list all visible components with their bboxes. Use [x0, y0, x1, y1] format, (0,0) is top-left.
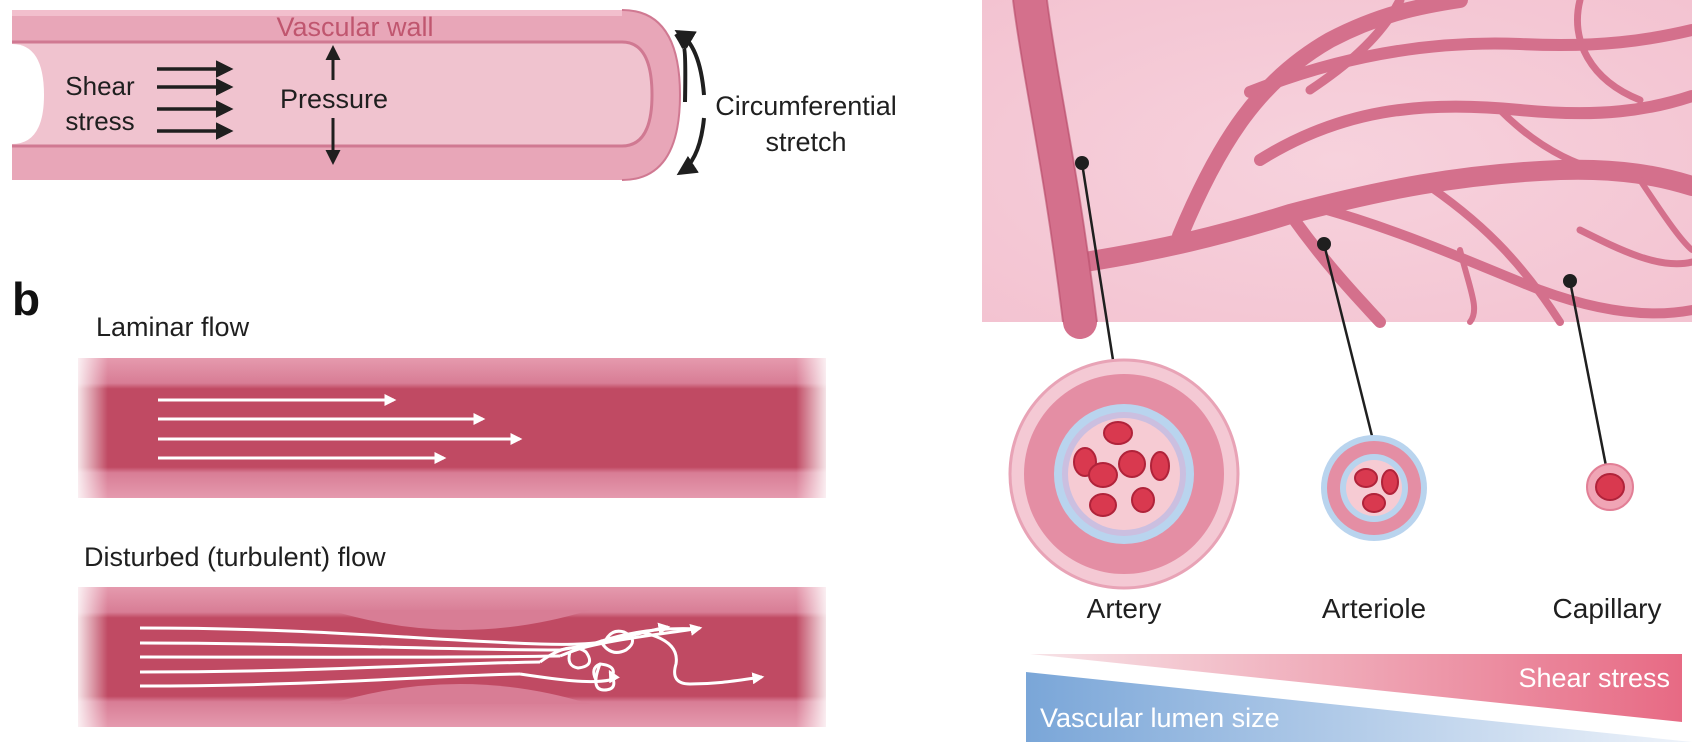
artery-red-cells — [1073, 421, 1170, 517]
flow-line — [139, 654, 561, 659]
lumen-end-edge — [621, 40, 654, 148]
branch-capillary — [1637, 177, 1692, 253]
branch-main — [1075, 159, 1692, 272]
capillary-label: Capillary — [1553, 593, 1662, 624]
laminar-flow-title: Laminar flow — [96, 312, 250, 342]
panel-a-vessel: Vascular wall Shear stress Pressure Circ… — [12, 9, 897, 181]
red-blood-cell — [1103, 421, 1133, 445]
branch-capillary — [1574, 0, 1644, 104]
leader-artery — [1080, 162, 1115, 361]
branch-capillary — [1305, 0, 1405, 95]
flow-swirl — [594, 663, 620, 692]
stretch-arrow-upper — [674, 29, 706, 96]
branch-capillary — [1457, 247, 1478, 325]
shear-stress-gradient — [1030, 654, 1682, 722]
artery-label: Artery — [1087, 593, 1162, 624]
artery-cross-section — [1008, 358, 1240, 590]
red-blood-cell — [1595, 473, 1625, 501]
vessel-branches — [1013, 0, 1692, 339]
laminar-arrows — [158, 394, 523, 464]
circumferential-label-line1: Circumferential — [715, 91, 897, 121]
vessel-end-edge — [621, 9, 682, 181]
leader-capillary — [1568, 280, 1608, 467]
red-blood-cell — [1354, 468, 1378, 488]
leader-lines — [1080, 162, 1608, 467]
branch-capillary — [1576, 226, 1692, 268]
branch-upper — [1172, 0, 1468, 244]
leader-dot-capillary — [1563, 274, 1577, 288]
branch-upper-right — [1244, 24, 1692, 98]
red-blood-cell — [1131, 487, 1155, 513]
flow-swirl — [539, 623, 703, 670]
shear-stress-label-line2: stress — [65, 106, 134, 136]
red-blood-cell — [1362, 493, 1386, 513]
disturbed-flow-lines — [139, 622, 765, 692]
laminar-vessel-fade — [78, 358, 826, 498]
disturbed-flow-title: Disturbed (turbulent) flow — [84, 542, 386, 572]
red-blood-cell — [1088, 462, 1118, 488]
leader-arteriole — [1322, 243, 1374, 437]
arteriole-red-cells — [1354, 468, 1399, 513]
branch-mid — [1254, 90, 1692, 166]
vessel-outline — [1046, 0, 1098, 323]
shear-stress-gradient-label: Shear stress — [1518, 663, 1670, 693]
vessel-cut-opening — [12, 44, 44, 144]
flow-line — [139, 660, 541, 674]
flow-line — [139, 672, 521, 688]
vessel-outlines — [1012, 0, 1098, 323]
panel-b-letter: b — [12, 273, 40, 325]
branch-lower — [1284, 208, 1386, 328]
circumferential-label-line2: stretch — [765, 127, 846, 157]
arteriole-label: Arteriole — [1322, 593, 1426, 624]
leader-dot-artery — [1075, 156, 1089, 170]
disturbed-vessel — [78, 587, 826, 727]
vascular-tree — [982, 0, 1692, 339]
laminar-vessel — [78, 358, 826, 498]
flow-line — [139, 641, 561, 652]
red-blood-cell — [1118, 450, 1146, 478]
main-artery-trunk — [1013, 0, 1097, 339]
capillary-cross-section — [1586, 463, 1634, 511]
shear-stress-label-line1: Shear — [65, 71, 135, 101]
shear-stress-arrows — [157, 60, 234, 140]
arteriole-cross-section — [1321, 435, 1427, 541]
lumen-size-gradient-label: Vascular lumen size — [1040, 703, 1280, 733]
branch-capillary — [1416, 176, 1564, 326]
flow-swirl — [639, 630, 765, 686]
lumen-size-gradient — [1026, 672, 1692, 742]
vascular-wall-label: Vascular wall — [276, 12, 433, 42]
vessel-wall-highlight — [12, 10, 622, 16]
red-blood-cell — [1150, 451, 1170, 481]
pressure-label: Pressure — [280, 84, 388, 114]
leader-dot-arteriole — [1317, 237, 1331, 251]
red-blood-cell — [1089, 493, 1117, 517]
branch-capillary — [1496, 106, 1644, 184]
red-blood-cell — [1381, 469, 1399, 495]
stretch-arrow-lower — [676, 117, 706, 176]
vessel-outline — [1012, 0, 1064, 323]
